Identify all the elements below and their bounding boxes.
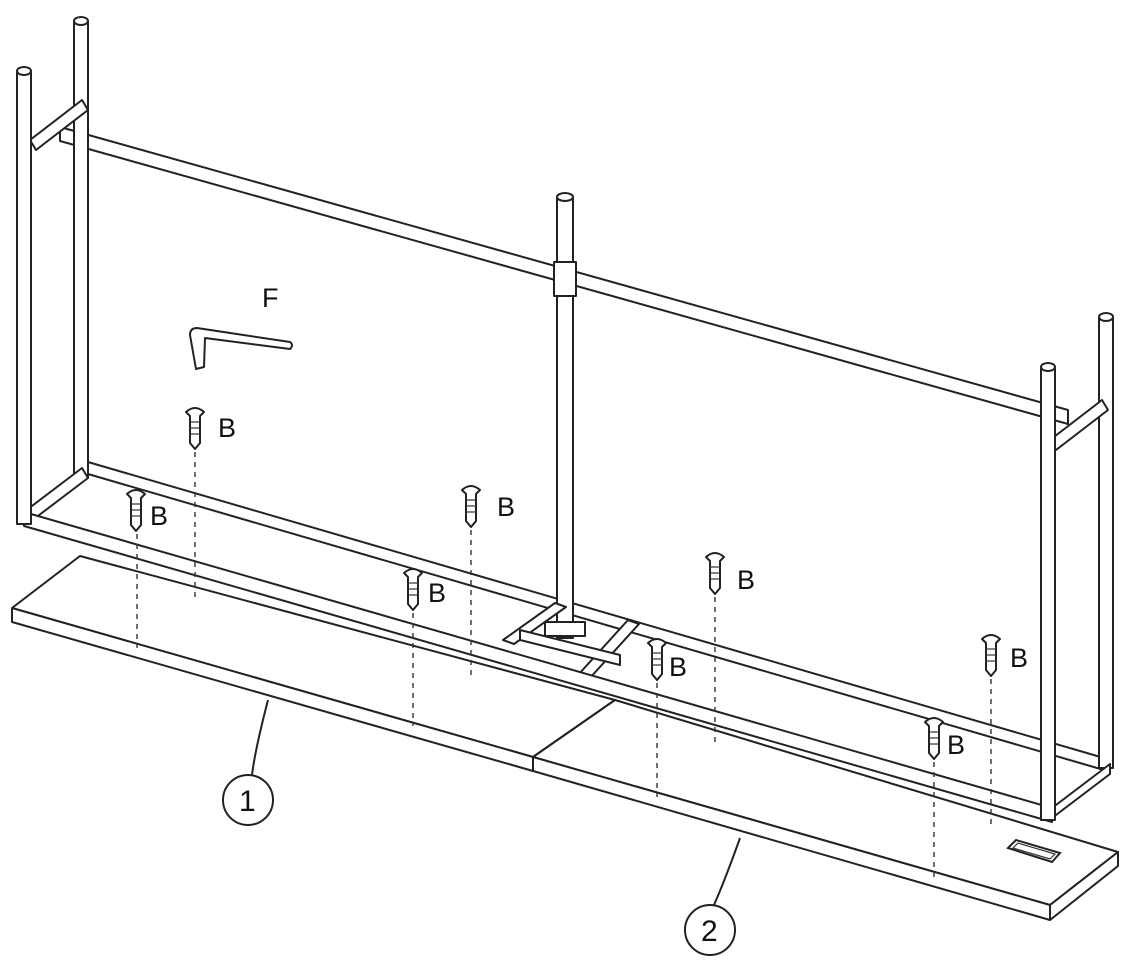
- screw-icon: [403, 568, 423, 611]
- screw-label: B: [497, 492, 515, 522]
- board-panel-2: [532, 699, 1119, 921]
- panel-2-callout: [684, 904, 736, 956]
- frame-center-post: [553, 192, 577, 639]
- screw-label: B: [669, 652, 687, 682]
- screw-icon: [924, 717, 944, 760]
- screw-label: B: [150, 501, 168, 531]
- screw-icon: [461, 485, 481, 528]
- screw-icon: [981, 634, 1001, 677]
- screw-label: B: [428, 578, 446, 608]
- hex-key-icon: [189, 327, 293, 370]
- screw-label: B: [1010, 643, 1028, 673]
- panel-1-number: 1: [239, 785, 256, 818]
- panel-1-callout: [222, 774, 274, 826]
- screw-label: B: [218, 413, 236, 443]
- screw-label: B: [947, 730, 965, 760]
- board-panel-1: [11, 555, 616, 772]
- panel-2-number: 2: [701, 915, 718, 948]
- hex-key-label: F: [262, 283, 279, 313]
- screw-icon: [705, 552, 725, 595]
- screw-icon: [647, 638, 667, 681]
- cable-slot: [1006, 838, 1062, 864]
- screw-label: B: [737, 565, 755, 595]
- frame-front: [16, 66, 1111, 823]
- screw-icon: [185, 407, 205, 450]
- screw-icon: [126, 489, 146, 532]
